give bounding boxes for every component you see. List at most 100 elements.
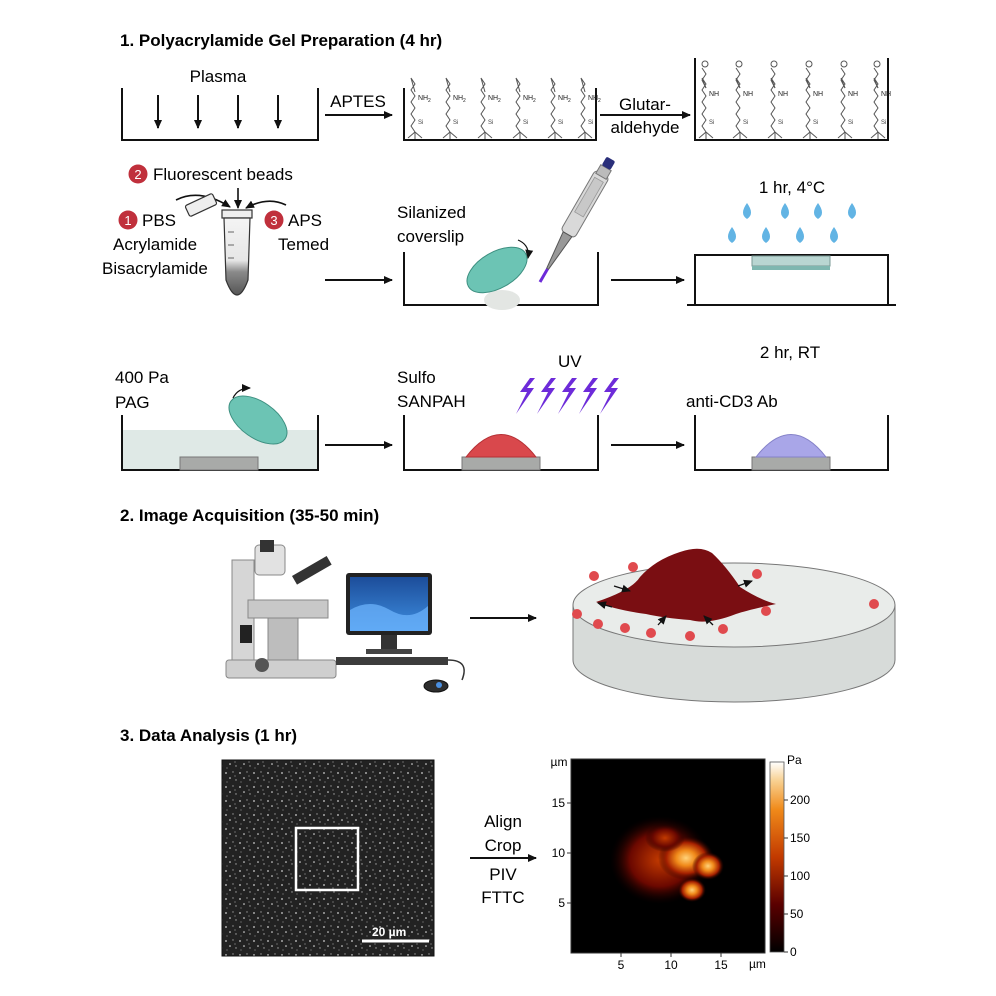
step-badge-1-label: 1	[124, 213, 131, 228]
sulfo-label-1: Sulfo	[397, 368, 436, 387]
amine-subscript: 2	[498, 98, 501, 104]
si-label: Si	[588, 120, 593, 126]
force-arrow	[613, 584, 631, 593]
pag-dish	[121, 384, 319, 471]
si-label: Si	[488, 120, 493, 126]
step-badge-3	[264, 210, 284, 230]
fluorescent-bead	[593, 619, 603, 629]
incubation-dish	[687, 254, 896, 306]
amine-label: NH	[881, 91, 891, 98]
silanized-label-1: Silanized	[397, 203, 466, 222]
heatmap-y-unit: µm	[551, 755, 568, 769]
sanpah-dish	[403, 415, 599, 471]
si-label: Si	[453, 120, 458, 126]
step-badge-1	[118, 210, 138, 230]
surface-chain: Si NH	[837, 60, 858, 139]
amine-label: NH	[558, 95, 568, 102]
amine-label: NH	[709, 91, 719, 98]
surface-chain: Si NH	[870, 60, 891, 139]
pbs-label: PBS	[142, 211, 176, 230]
uv-bolt	[579, 378, 598, 414]
colorbar-tick-label: 150	[790, 831, 810, 845]
si-label: Si	[813, 120, 818, 126]
section-title-prep: 1. Polyacrylamide Gel Preparation (4 hr)	[120, 31, 442, 50]
y-tick-label: 5	[558, 896, 565, 910]
amine-label: NH	[778, 91, 788, 98]
fluorescent-bead	[869, 599, 879, 609]
centrifuge-tube	[184, 193, 253, 296]
y-tick-label: 15	[552, 796, 566, 810]
amine-label: NH	[418, 95, 428, 102]
aps-label: APS	[288, 211, 322, 230]
amine-label: NH	[848, 91, 858, 98]
fluorescent-bead	[685, 631, 695, 641]
gel-disk-with-cell	[572, 548, 896, 703]
force-arrow	[597, 601, 613, 610]
fluorescent-beads-label: Fluorescent beads	[153, 165, 293, 184]
colorbar-unit: Pa	[787, 753, 802, 767]
glutar-label-2: aldehyde	[610, 118, 679, 137]
water-drop-icon	[814, 203, 822, 219]
amine-label: NH	[488, 95, 498, 102]
y-tick-label: 10	[552, 846, 566, 860]
plasma-dish	[121, 88, 319, 141]
fluorescent-bead	[718, 624, 728, 634]
amine-label: NH	[523, 95, 533, 102]
microscope-icon	[225, 540, 337, 679]
silanized-label-2: coverslip	[397, 227, 464, 246]
step-align: Align	[484, 812, 522, 831]
plasma-label: Plasma	[190, 67, 247, 86]
water-drop-icon	[848, 203, 856, 219]
aptes-label: APTES	[330, 92, 386, 111]
bisacrylamide-label: Bisacrylamide	[102, 259, 208, 278]
si-label: Si	[778, 120, 783, 126]
colorbar-tick-label: 200	[790, 793, 810, 807]
si-label: Si	[558, 120, 563, 126]
antibody-label: anti-CD3 Ab	[686, 392, 778, 411]
colorbar	[769, 761, 785, 953]
amine-subscript: 2	[533, 98, 536, 104]
x-tick-label: 10	[664, 958, 678, 972]
uv-bolt	[516, 378, 535, 414]
si-label: Si	[418, 120, 423, 126]
temed-label: Temed	[278, 235, 329, 254]
amine-label: NH	[743, 91, 753, 98]
step-badge-2-label: 2	[134, 167, 141, 182]
scale-bar-label: 20 µm	[372, 925, 406, 939]
antibody-dish	[694, 415, 889, 471]
pipette-icon	[538, 157, 615, 283]
x-tick-label: 5	[618, 958, 625, 972]
computer-monitor-icon	[336, 573, 465, 693]
fluorescent-bead	[572, 609, 582, 619]
water-drop-icon	[728, 227, 736, 243]
si-label: Si	[881, 120, 886, 126]
incubation-label: 1 hr, 4°C	[759, 178, 825, 197]
amine-label: NH	[813, 91, 823, 98]
colorbar-tick-label: 50	[790, 907, 804, 921]
water-drop-icon	[762, 227, 770, 243]
x-tick-label: 15	[714, 958, 728, 972]
amine-subscript: 2	[598, 98, 601, 104]
step-piv: PIV	[489, 865, 517, 884]
crop-box	[294, 826, 360, 892]
fluorescent-bead	[620, 623, 630, 633]
si-label: Si	[848, 120, 853, 126]
time-label: 2 hr, RT	[760, 343, 820, 362]
uv-bolt	[537, 378, 556, 414]
acrylamide-label: Acrylamide	[113, 235, 197, 254]
step-fttc: FTTC	[481, 888, 524, 907]
uv-bolt	[558, 378, 577, 414]
fluorescent-bead	[752, 569, 762, 579]
water-drops	[728, 203, 856, 243]
uv-bolt	[600, 378, 619, 414]
surface-chain: Si NH	[767, 60, 788, 139]
